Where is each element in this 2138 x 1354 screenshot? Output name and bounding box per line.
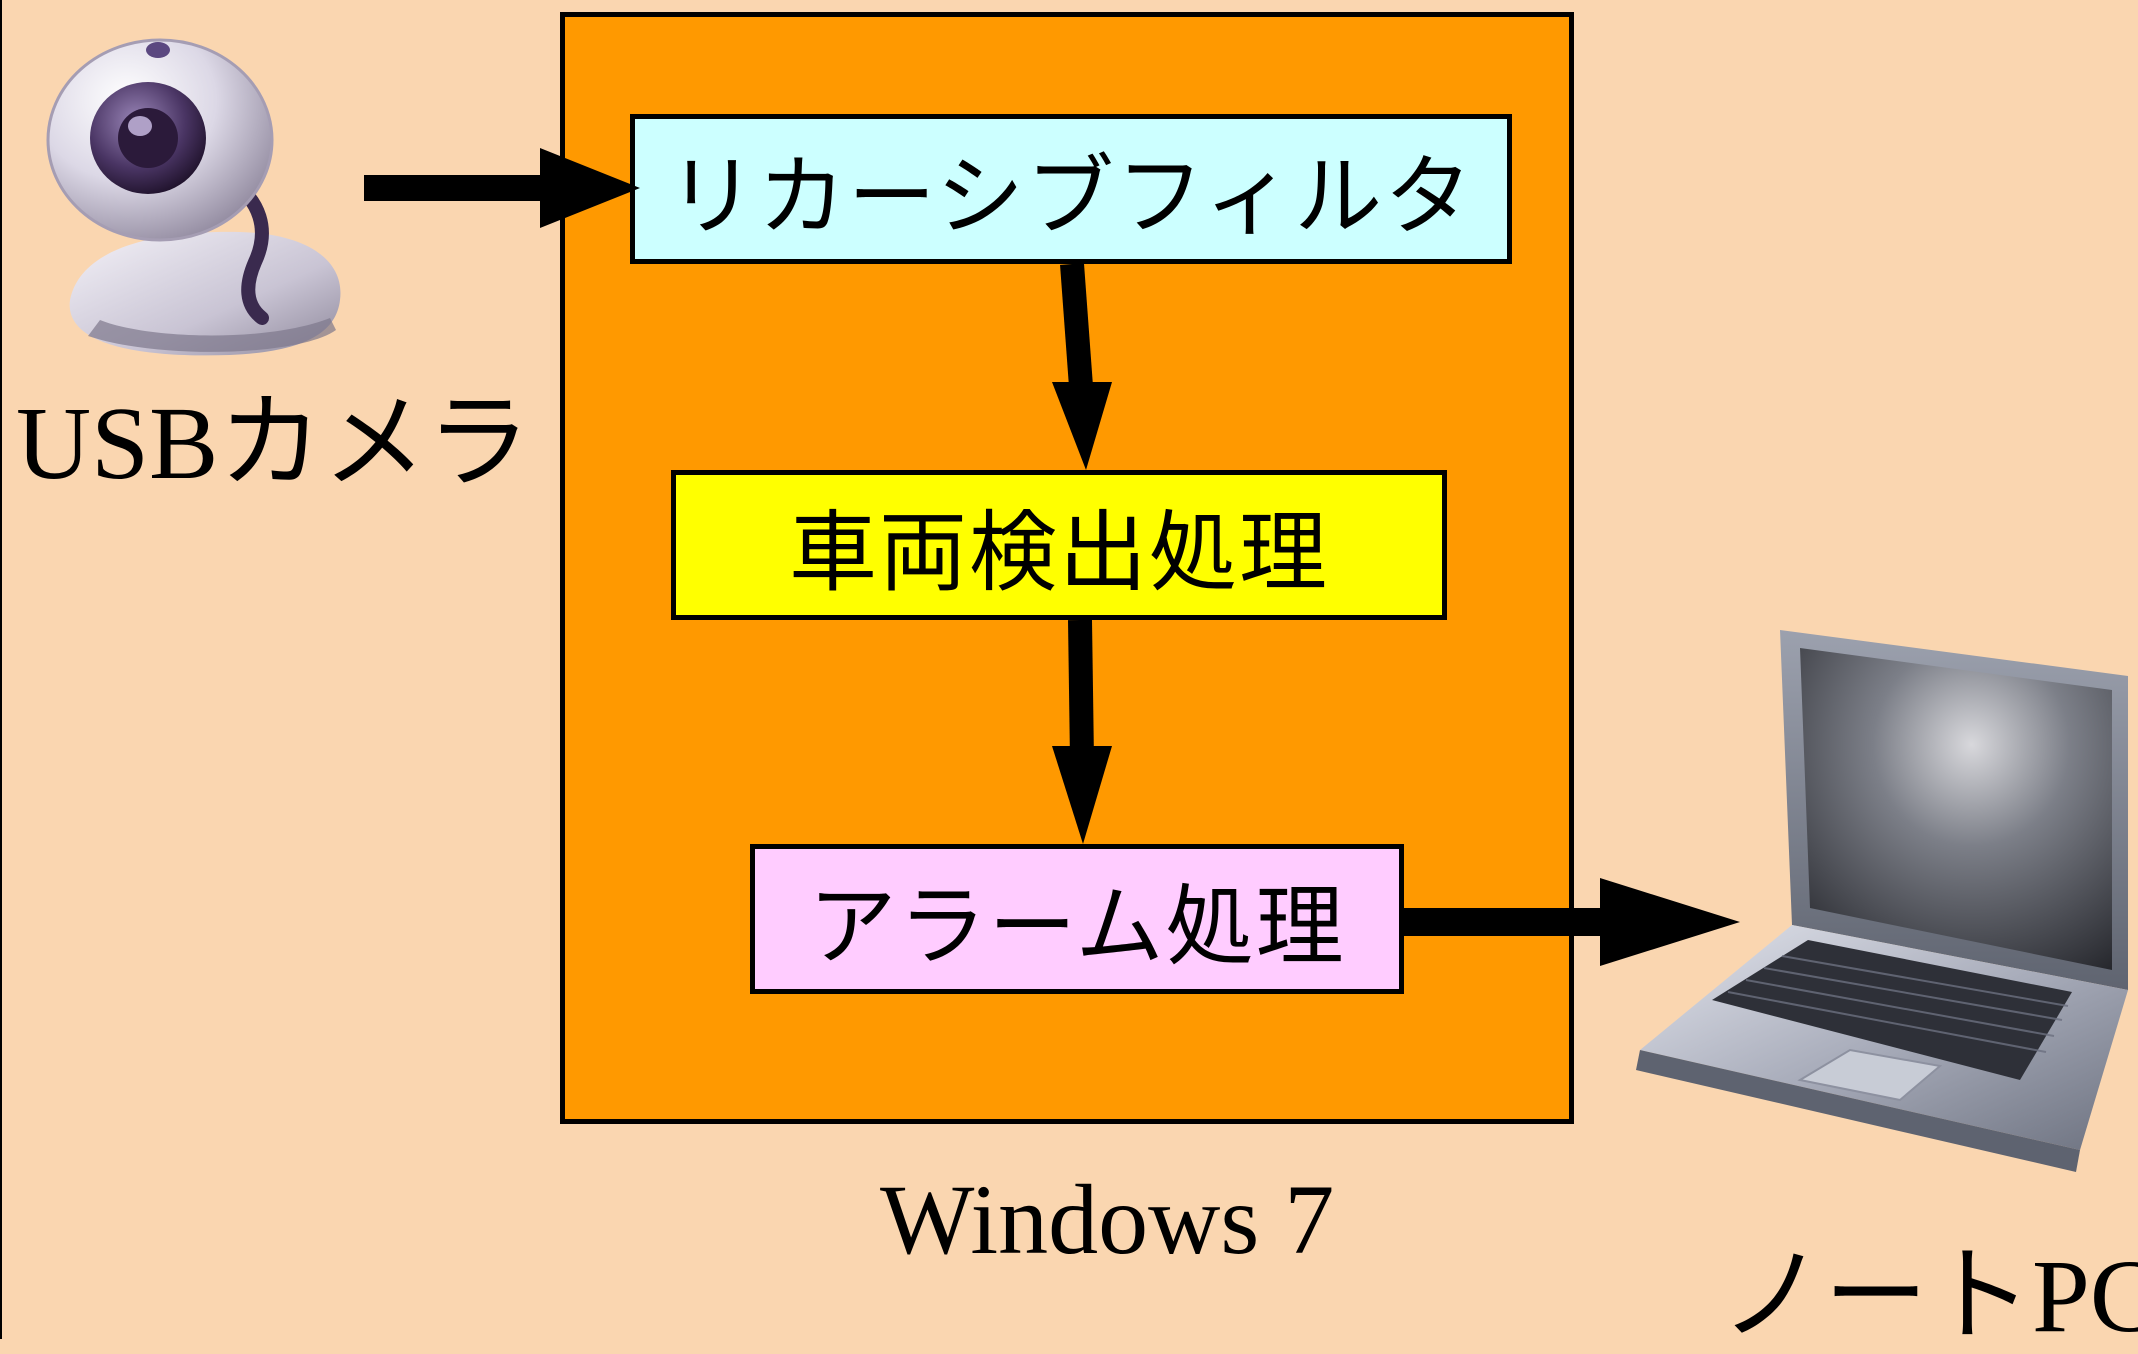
arrow-detection-to-alarm	[1052, 619, 1112, 844]
arrow-filter-to-detection	[1052, 263, 1112, 470]
arrow-camera-to-filter	[364, 148, 640, 228]
left-border-line	[0, 0, 2, 1339]
webcam-icon	[46, 38, 341, 356]
windows-os-label: Windows 7	[880, 1164, 1335, 1275]
vehicle-detection-box: 車両検出処理	[671, 470, 1447, 620]
alarm-processing-box: アラーム処理	[750, 844, 1404, 994]
arrow-alarm-to-laptop	[1404, 878, 1740, 966]
alarm-processing-label: アラーム処理	[808, 874, 1346, 978]
vehicle-detection-label: 車両検出処理	[788, 500, 1329, 604]
laptop-icon	[1636, 630, 2128, 1172]
recursive-filter-label: リカーシブフィルタ	[667, 144, 1475, 248]
usb-camera-label: USBカメラ	[16, 386, 531, 501]
note-pc-label: ノートPC	[1720, 1239, 2138, 1354]
recursive-filter-box: リカーシブフィルタ	[630, 114, 1512, 264]
